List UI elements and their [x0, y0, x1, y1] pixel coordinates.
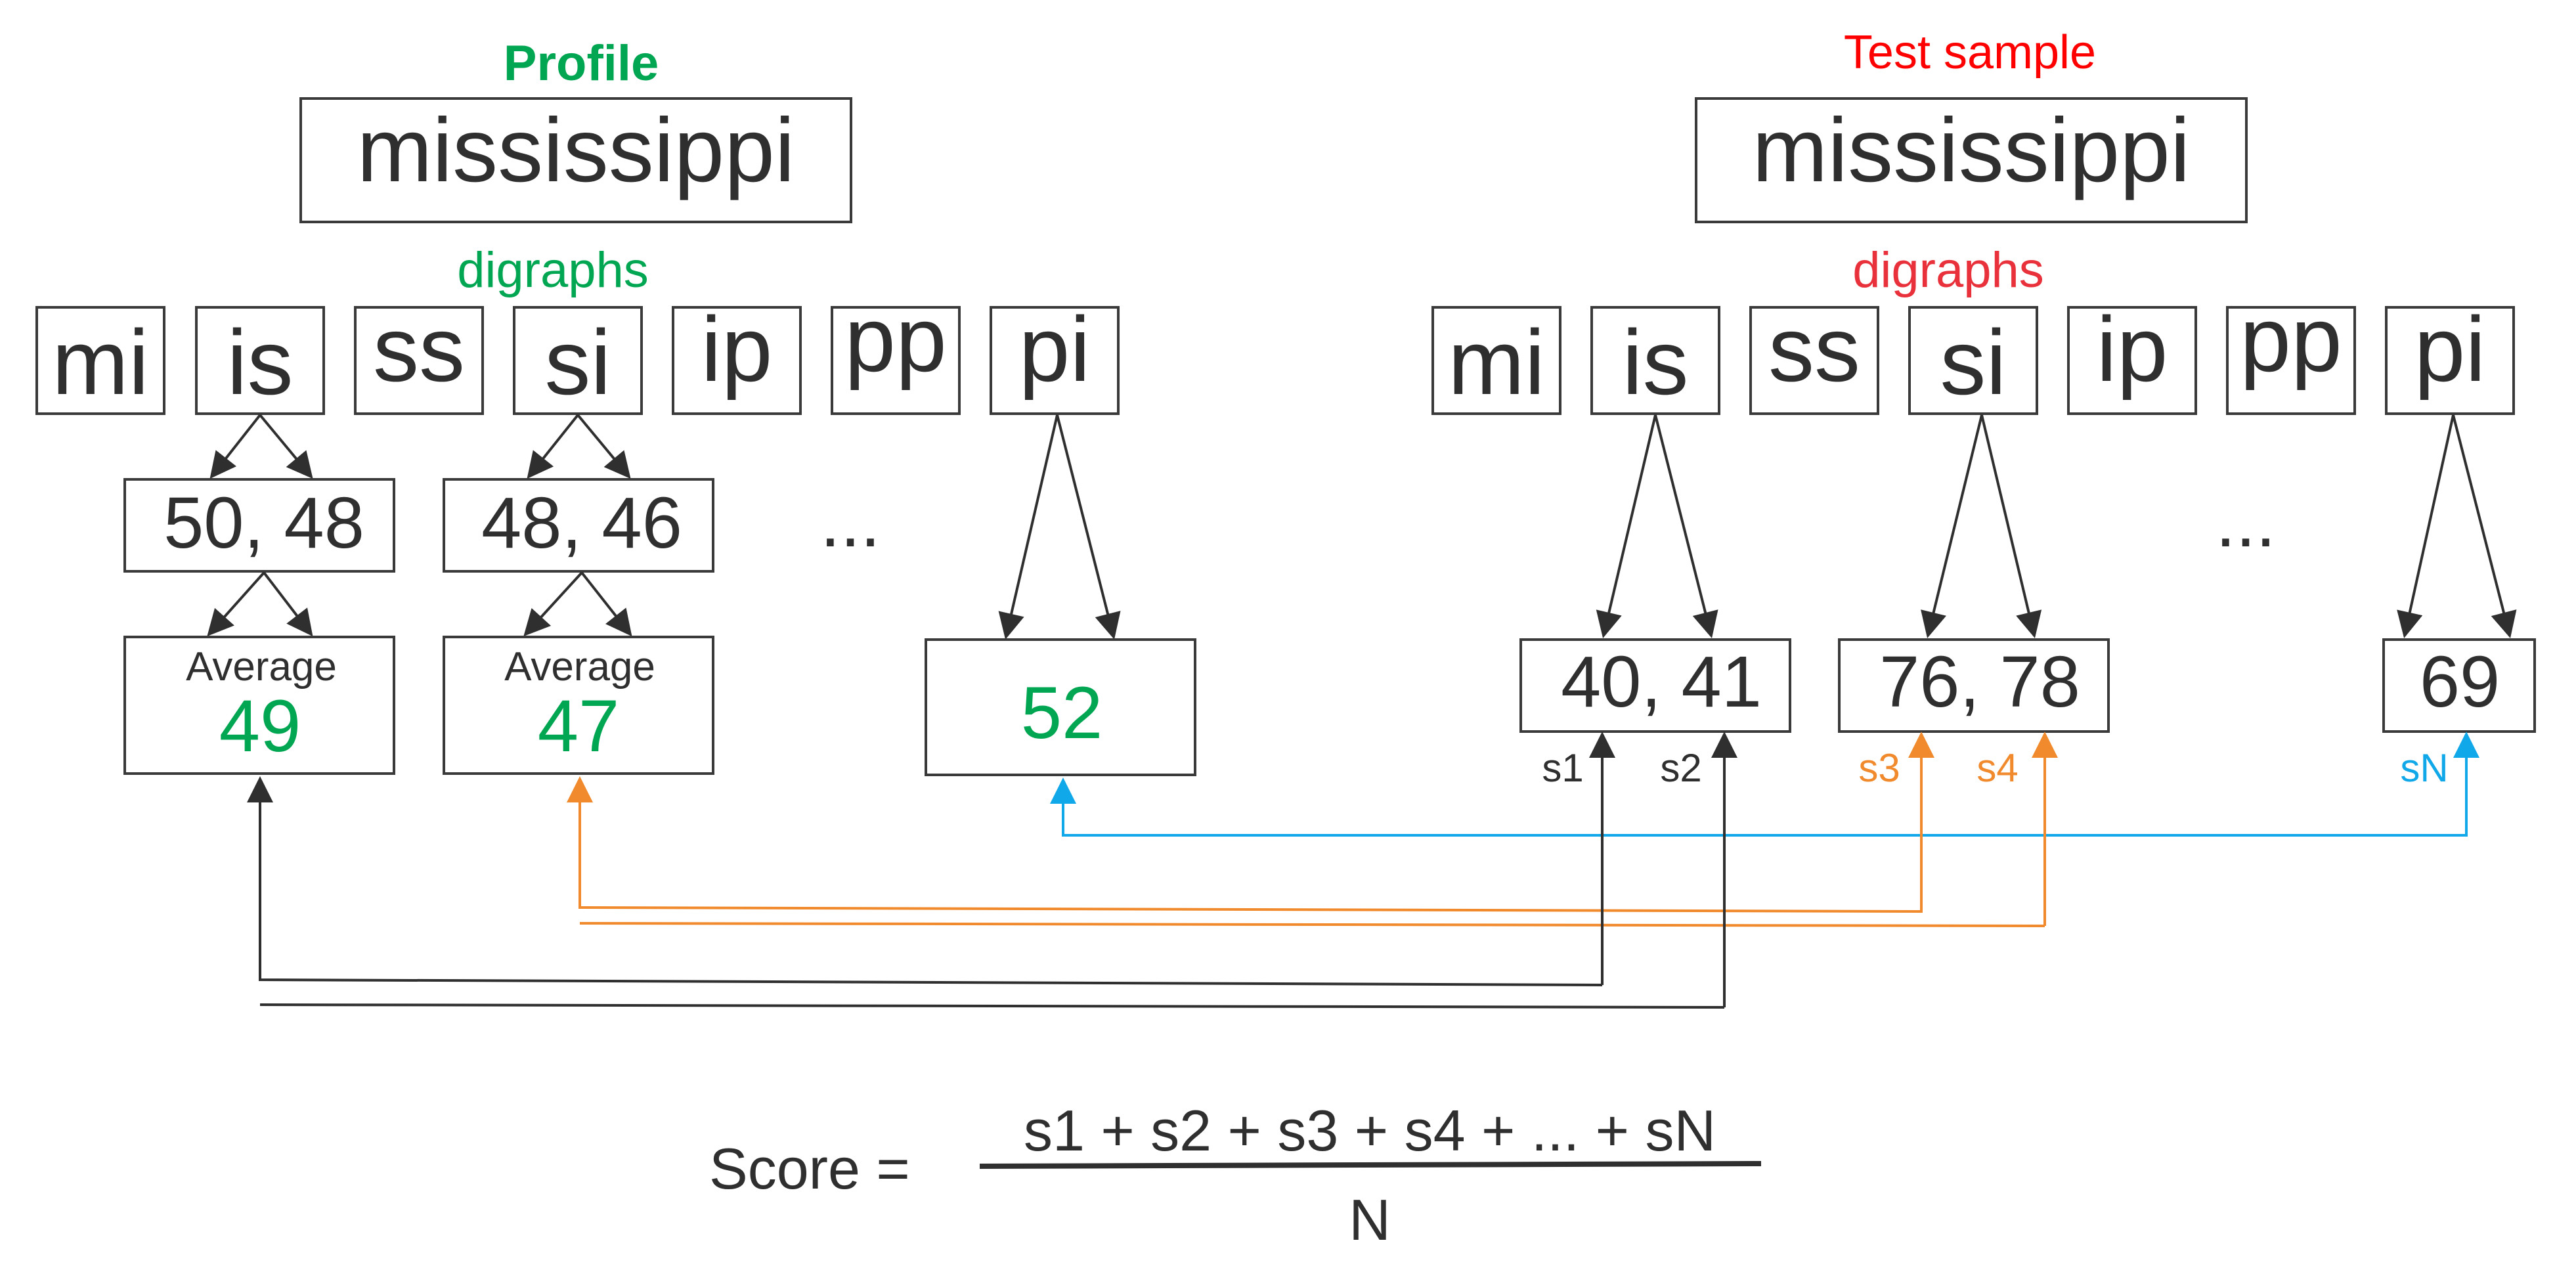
- connector-orange-s3: [567, 734, 1923, 913]
- formula-numerator: s1 + s2 + s3 + s4 + ... + sN: [1024, 1098, 1716, 1163]
- connector-dark-s2: [259, 1003, 1725, 1009]
- test-word-box: [1695, 97, 2248, 223]
- formula-fraction-bar: [979, 1161, 1762, 1169]
- profile-pair-value: 50, 48: [164, 483, 364, 563]
- arrow: [2452, 414, 2517, 638]
- profile-average-value: 49: [219, 685, 301, 767]
- score-label-s1: s1: [1542, 746, 1583, 790]
- arrow: [1596, 414, 1657, 638]
- arrow: [259, 414, 313, 479]
- test-digraph-box: [1431, 306, 1561, 415]
- profile-digraph-box: [990, 306, 1120, 415]
- profile-digraph-box: [195, 306, 325, 415]
- test-digraph-box: [2385, 306, 2515, 415]
- arrow: [1056, 414, 1121, 640]
- profile-pair-box: [123, 478, 395, 573]
- profile-digraph-label: mi: [52, 311, 149, 414]
- arrow: [523, 571, 583, 636]
- profile-average-label: Average: [504, 644, 655, 690]
- test-digraph-label: pp: [2240, 288, 2342, 391]
- test-value-box: [1519, 638, 1791, 733]
- profile-single-value: 52: [1021, 672, 1103, 754]
- profile-digraph-row: mi is ss si ip pp pi: [35, 288, 1120, 415]
- profile-pair-box: [443, 478, 714, 573]
- test-digraph-row: mi is ss si ip pp pi: [1431, 288, 2515, 415]
- arrow: [263, 571, 313, 637]
- profile-digraph-label: ss: [373, 297, 465, 401]
- test-digraph-label: ss: [1768, 297, 1860, 401]
- profile-digraph-box: [672, 306, 802, 415]
- test-digraph-label: pi: [2414, 297, 2486, 401]
- profile-digraphs-label: digraphs: [457, 242, 649, 298]
- profile-word: mississippi: [357, 100, 795, 201]
- formula-lhs: Score =: [709, 1136, 910, 1201]
- test-digraphs-label: digraphs: [1852, 242, 2044, 298]
- score-label-s4: s4: [1976, 746, 2018, 790]
- test-value-box: [1838, 638, 2110, 733]
- arrow: [998, 414, 1059, 640]
- arrow: [1654, 414, 1718, 638]
- profile-word-box: [299, 97, 852, 223]
- arrow: [209, 414, 261, 479]
- profile-digraph-label: pi: [1019, 297, 1091, 401]
- test-digraph-box: [1908, 306, 2038, 415]
- profile-digraph-label: pp: [844, 288, 947, 391]
- profile-digraph-box: [513, 306, 643, 415]
- profile-digraph-label: si: [544, 311, 611, 414]
- profile-ellipsis: ...: [820, 481, 881, 562]
- profile-average-label: Average: [186, 644, 337, 690]
- arrow: [2397, 414, 2455, 638]
- test-digraph-box: [2226, 306, 2356, 415]
- profile-digraph-box: [35, 306, 165, 415]
- profile-average-box: [443, 636, 714, 775]
- test-value: 76, 78: [1879, 642, 2080, 722]
- test-value-box: [2382, 638, 2536, 733]
- test-title: Test sample: [1844, 26, 2096, 79]
- profile-pair-value: 48, 46: [481, 483, 682, 563]
- score-label-sN: sN: [2400, 746, 2448, 790]
- profile-average-value: 47: [538, 685, 620, 767]
- arrow: [577, 414, 631, 479]
- test-digraph-box: [1749, 306, 1879, 415]
- test-digraph-label: mi: [1448, 311, 1545, 414]
- connector-dark-s1: [247, 776, 1603, 986]
- profile-digraph-label: ip: [701, 297, 773, 401]
- profile-digraph-box: [831, 306, 961, 415]
- test-digraph-box: [1590, 306, 1720, 415]
- profile-title: Profile: [504, 35, 659, 91]
- profile-digraph-label: is: [227, 311, 293, 414]
- test-word: mississippi: [1752, 100, 2190, 201]
- test-ellipsis: ...: [2216, 481, 2276, 562]
- profile-digraph-box: [354, 306, 484, 415]
- profile-value-box: [925, 638, 1196, 776]
- formula-denominator: N: [1349, 1187, 1391, 1252]
- test-value: 40, 41: [1561, 642, 1762, 722]
- score-label-s2: s2: [1660, 746, 1701, 790]
- test-value: 69: [2420, 642, 2500, 722]
- test-digraph-box: [2067, 306, 2197, 415]
- test-digraph-label: is: [1622, 311, 1688, 414]
- arrow: [1980, 414, 2042, 638]
- arrow: [1921, 414, 1983, 638]
- score-label-s3: s3: [1858, 746, 1900, 790]
- profile-average-box: [123, 636, 395, 775]
- arrow: [527, 414, 579, 479]
- test-digraph-label: ip: [2097, 297, 2168, 401]
- arrow: [207, 571, 265, 636]
- arrow: [580, 571, 632, 637]
- test-digraph-label: si: [1940, 311, 2006, 414]
- connector-blue-sN: [1050, 777, 2468, 837]
- connector-orange-s4: [579, 922, 2045, 927]
